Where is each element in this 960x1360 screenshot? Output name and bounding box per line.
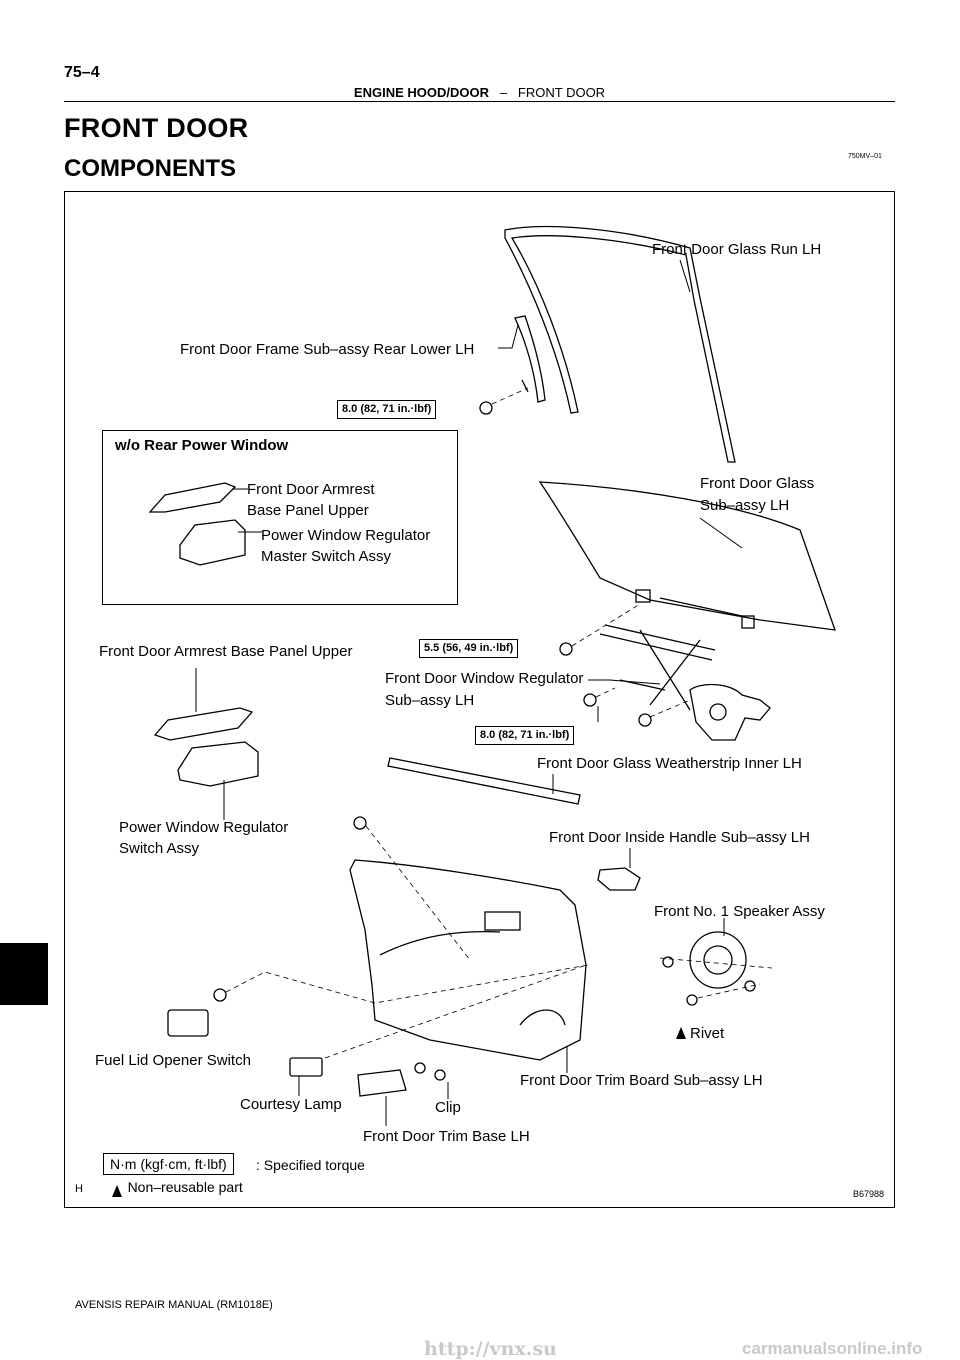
header-section: ENGINE HOOD/DOOR — [353, 85, 489, 100]
footer-text: AVENSIS REPAIR MANUAL (RM1018E) — [75, 1299, 273, 1311]
door-glass-part — [538, 481, 836, 631]
legend-nonreusable: Non–reusable part — [112, 1179, 243, 1195]
running-header: ENGINE HOOD/DOOR – FRONT DOOR — [64, 85, 895, 100]
figure-code: B67988 — [853, 1189, 885, 1199]
glass-clip — [741, 615, 755, 629]
inset-box — [102, 430, 458, 605]
page-subtitle: COMPONENTS — [64, 155, 237, 182]
label-inset-armrest-2: Base Panel Upper — [247, 502, 369, 519]
label-glass-1: Front Door Glass — [700, 475, 815, 492]
label-inset-armrest-1: Front Door Armrest — [247, 481, 375, 498]
doc-code: 750MV–01 — [848, 153, 882, 160]
legend-nonreusable-text: Non–reusable part — [127, 1179, 243, 1195]
label-courtesy-lamp: Courtesy Lamp — [240, 1096, 342, 1113]
inset-title: w/o Rear Power Window — [115, 437, 289, 454]
legend-unit-text: : Specified torque — [256, 1157, 365, 1173]
glass-run-part — [504, 225, 736, 463]
label-trim-board: Front Door Trim Board Sub–assy LH — [520, 1072, 763, 1089]
inset-armrest-part — [148, 482, 237, 513]
legend-marker — [112, 1185, 122, 1197]
page-number: 75–4 — [64, 64, 100, 81]
torque-spec-3: 8.0 (82, 71 in.·lbf) — [475, 726, 575, 745]
corner-mark: H — [75, 1183, 83, 1195]
url-watermark[interactable]: http://vnx.su — [424, 1338, 557, 1360]
frame-rear-lower-part — [514, 315, 546, 403]
label-inside-handle: Front Door Inside Handle Sub–assy LH — [549, 829, 810, 846]
page-title: FRONT DOOR — [64, 113, 249, 143]
inside-handle-part — [597, 867, 641, 891]
inset-switch-part — [179, 519, 246, 566]
armrest-part — [153, 707, 254, 741]
section-tab — [0, 943, 48, 1005]
label-glass-2: Sub–assy LH — [700, 497, 790, 514]
glass-clip — [635, 589, 651, 603]
trim-base-part — [357, 1069, 407, 1097]
power-switch-part — [177, 741, 259, 787]
label-regulator-1: Front Door Window Regulator — [385, 670, 584, 687]
torque-spec-2: 5.5 (56, 49 in.·lbf) — [419, 639, 519, 658]
header-rule — [64, 101, 895, 102]
trim-board-part — [349, 859, 587, 1061]
diagram-frame — [64, 191, 895, 1208]
label-inset-master-1: Power Window Regulator — [261, 527, 431, 544]
label-weatherstrip: Front Door Glass Weatherstrip Inner LH — [537, 755, 802, 772]
header-separator: – — [499, 85, 508, 100]
speaker-part — [689, 931, 747, 989]
weatherstrip-part — [387, 757, 581, 805]
label-inset-master-2: Master Switch Assy — [261, 548, 392, 565]
label-regulator-2: Sub–assy LH — [385, 692, 475, 709]
fuel-lid-switch-part — [167, 1009, 209, 1037]
label-speaker: Front No. 1 Speaker Assy — [654, 903, 825, 920]
rivet-marker — [676, 1027, 686, 1039]
legend-unit-box: N·m (kgf·cm, ft·lbf) — [103, 1153, 234, 1175]
label-rivet: Rivet — [690, 1025, 725, 1042]
label-trim-base: Front Door Trim Base LH — [363, 1128, 530, 1145]
label-glass-run: Front Door Glass Run LH — [652, 241, 822, 258]
window-regulator-part — [599, 624, 716, 711]
label-power-switch-1: Power Window Regulator — [119, 819, 289, 836]
label-armrest: Front Door Armrest Base Panel Upper — [99, 643, 353, 660]
header-subsection: FRONT DOOR — [517, 85, 606, 100]
label-fuel-lid: Fuel Lid Opener Switch — [95, 1052, 251, 1069]
torque-spec-1: 8.0 (82, 71 in.·lbf) — [337, 400, 437, 419]
label-power-switch-2: Switch Assy — [119, 840, 200, 857]
label-clip: Clip — [435, 1099, 461, 1116]
site-watermark: carmanualsonline.info — [742, 1339, 923, 1358]
courtesy-lamp-part — [289, 1057, 323, 1077]
label-frame-rear-lower: Front Door Frame Sub–assy Rear Lower LH — [180, 341, 475, 358]
